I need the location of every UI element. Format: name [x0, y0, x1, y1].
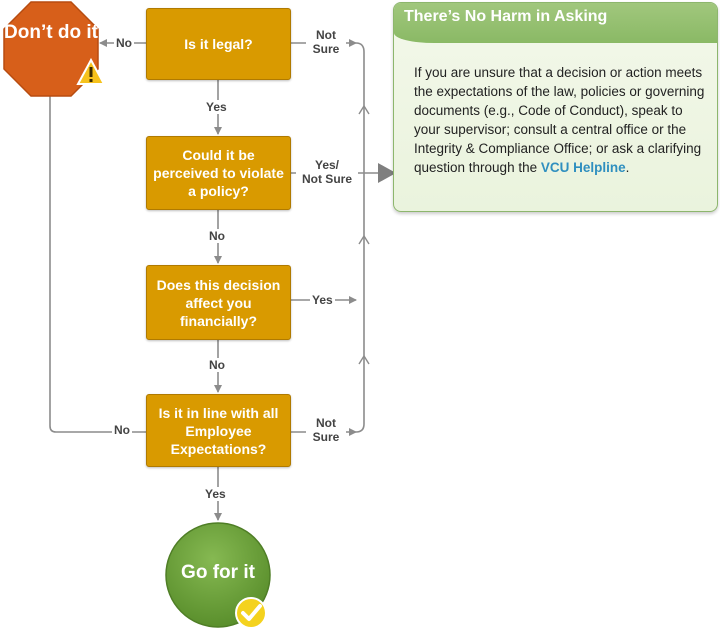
label-expectations-no: No — [112, 423, 132, 437]
helpline-callout: There’s No Harm in Asking If you are uns… — [393, 2, 718, 212]
decision-policy: Could it be perceived to violate a polic… — [146, 136, 291, 210]
label-legal-yes: Yes — [205, 100, 228, 114]
vcu-helpline-link[interactable]: VCU Helpline — [540, 160, 626, 175]
label-expectations-not-sure: Not Sure — [306, 416, 346, 444]
label-policy-yes-not-sure: Yes/ Not Sure — [296, 158, 358, 186]
label-expectations-yes: Yes — [204, 487, 227, 501]
decision-expectations: Is it in line with all Employee Expectat… — [146, 394, 291, 467]
callout-body-text: If you are unsure that a decision or act… — [414, 65, 705, 175]
label-legal-not-sure: Not Sure — [306, 28, 346, 56]
callout-body: If you are unsure that a decision or act… — [394, 43, 717, 177]
label-legal-no: No — [114, 36, 134, 50]
go-label: Go for it — [181, 562, 255, 583]
stop-node: Don’t do it — [2, 0, 100, 98]
label-financial-no: No — [208, 358, 226, 372]
label-policy-no: No — [208, 229, 226, 243]
decision-legal: Is it legal? — [146, 8, 291, 80]
callout-body-suffix: . — [625, 160, 630, 175]
stop-octagon-shape — [3, 1, 99, 97]
warning-icon — [76, 58, 106, 85]
callout-title: There’s No Harm in Asking — [394, 3, 717, 43]
stop-label: Don’t do it — [4, 22, 98, 43]
decision-financial: Does this decision affect you financiall… — [146, 265, 291, 340]
label-financial-yes: Yes — [310, 293, 335, 307]
checkmark-icon — [235, 597, 267, 629]
